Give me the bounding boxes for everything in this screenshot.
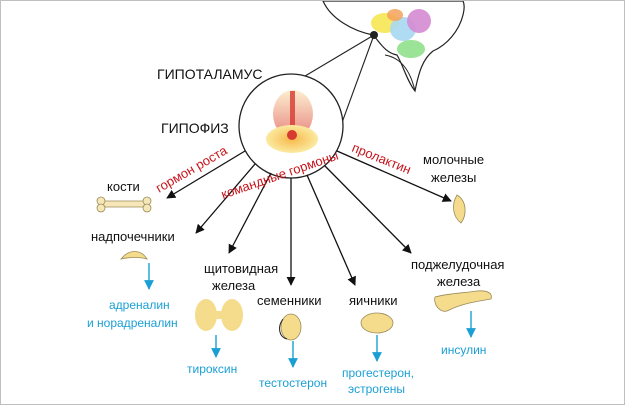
mammary-label-2: железы: [431, 170, 476, 185]
thyroid-gland-icon: [195, 299, 243, 331]
pancreas-label-2: железа: [437, 274, 481, 289]
insulin-label: инсулин: [441, 343, 486, 357]
testis-icon: [279, 313, 302, 341]
thyroid-label-1: щитовидная: [204, 261, 278, 276]
thyroid-label-2: железа: [212, 278, 256, 293]
arrow-to-thyroid: [228, 172, 272, 254]
arrow-to-mammary: [336, 150, 452, 202]
brain-illustration: [322, 1, 465, 93]
ovary-icon: [360, 312, 394, 334]
adrenaline-label-1: адреналин: [109, 298, 170, 312]
mammary-gland-icon: [453, 194, 466, 224]
arrow-to-bones: [166, 150, 246, 199]
ovaries-label: яичники: [349, 293, 397, 308]
adrenal-label: надпочечники: [91, 229, 175, 244]
adrenal-gland-icon: [119, 251, 148, 260]
thyroxine-label: тироксин: [187, 362, 237, 376]
arrow-to-pancreas: [324, 165, 412, 254]
adrenaline-label-2: и норадреналин: [87, 316, 178, 330]
mammary-label-1: молочные: [423, 152, 484, 167]
pancreas-icon: [434, 290, 492, 312]
testes-label: семенники: [257, 293, 321, 308]
bones-label: кости: [107, 179, 140, 194]
progesterone-label-2: эстрогены: [348, 382, 405, 396]
arrow-to-adrenal: [195, 163, 256, 234]
progesterone-label-1: прогестерон,: [342, 366, 414, 380]
arrow-to-ovaries: [306, 174, 356, 286]
hormone-prolactin-label: пролактин: [350, 140, 413, 177]
hypothalamus-label: ГИПОТАЛАМУС: [157, 66, 263, 82]
pancreas-label-1: поджелудочная: [411, 257, 504, 272]
bone-icon: [96, 196, 152, 213]
pituitary-label: ГИПОФИЗ: [161, 120, 229, 136]
testosterone-label: тестостерон: [259, 376, 327, 390]
pituitary-circle: [238, 73, 344, 179]
